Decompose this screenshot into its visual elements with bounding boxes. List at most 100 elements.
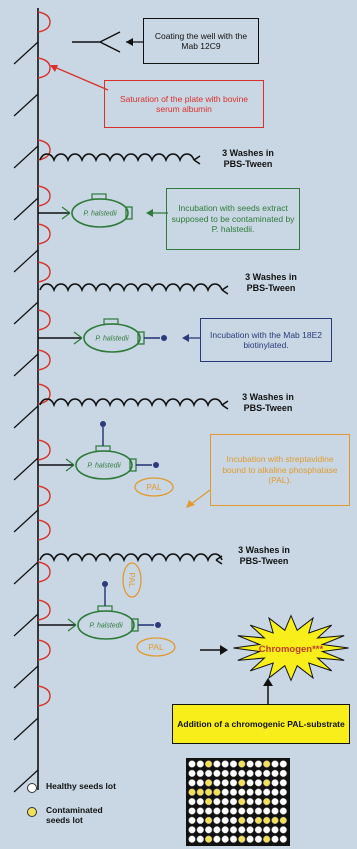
legend-healthy: Healthy seeds lot <box>46 781 116 791</box>
wall-hatching <box>13 41 39 793</box>
coating-box: Coating the well with the Mab 12C9 <box>143 18 259 64</box>
plate-well <box>271 816 279 825</box>
antigen-label: P. halstedii <box>87 463 121 470</box>
antigen-complex: P. halstedii <box>38 193 133 228</box>
plate-well <box>279 760 287 768</box>
plate-well <box>271 769 279 778</box>
wash-label-2: 3 Washes in PBS-Tween <box>245 272 297 293</box>
capture-antibody-icon <box>37 685 51 707</box>
plate-well <box>213 807 221 815</box>
plate-well <box>238 788 246 796</box>
chromogen-label: Chromogen*** <box>259 644 324 655</box>
hatch-mark <box>13 41 39 65</box>
plate-well <box>263 779 271 787</box>
plate-well <box>279 788 287 796</box>
wash-label-3: 3 Washes in PBS-Tween <box>242 392 294 413</box>
plate-well <box>238 835 246 843</box>
plate-well <box>221 807 229 815</box>
plate-well <box>213 788 221 796</box>
plate-well <box>271 779 279 787</box>
plate-well <box>213 769 221 778</box>
plate-well <box>213 760 221 768</box>
wash-waves <box>39 153 229 565</box>
plate-well <box>188 807 196 815</box>
capture-antibody-icon <box>37 349 51 371</box>
plate-well <box>246 760 254 768</box>
plate-well <box>205 835 213 843</box>
plate-well <box>271 826 279 834</box>
plate-well <box>279 835 287 843</box>
coating-antibody-icon <box>72 31 121 53</box>
plate-well <box>254 779 263 787</box>
capture-antibody-icon <box>37 383 51 405</box>
plate-well <box>263 788 271 796</box>
hatch-mark <box>13 613 39 637</box>
plate-well <box>238 797 246 806</box>
plate-well <box>188 769 196 778</box>
plate-well <box>279 769 287 778</box>
hatch-mark <box>13 665 39 689</box>
plate-well <box>246 807 254 815</box>
chromogen-burst <box>233 614 349 682</box>
legend-contaminated: Contaminated seeds lot <box>46 805 103 825</box>
plate-well <box>196 826 204 834</box>
pal-label: PAL <box>127 572 137 588</box>
plate-well <box>238 826 246 834</box>
plate-well <box>254 816 263 825</box>
plate-well <box>254 826 263 834</box>
plate-well <box>263 760 271 768</box>
plate-well <box>205 807 213 815</box>
mab-incubation-box: Incubation with the Mab 18E2 biotinylate… <box>200 318 332 362</box>
pal-label: PAL <box>146 482 162 492</box>
pal-enzyme-icon <box>134 477 174 497</box>
plate-well <box>188 835 196 843</box>
plate-well <box>229 769 238 778</box>
capture-antibody-icon <box>37 57 51 79</box>
antigen-label: P. halstedii <box>89 623 123 630</box>
plate-well <box>196 788 204 796</box>
plate-well <box>221 769 229 778</box>
plate-well <box>238 779 246 787</box>
wash-wave <box>39 553 223 563</box>
hatch-mark <box>13 249 39 273</box>
plate-well <box>221 816 229 825</box>
plate-well <box>279 779 287 787</box>
plate-well <box>221 779 229 787</box>
plate-well <box>263 816 271 825</box>
saturation-box: Saturation of the plate with bovine seru… <box>104 80 264 128</box>
hatch-mark <box>13 93 39 117</box>
plate-well <box>213 826 221 834</box>
wash-wave <box>39 398 223 408</box>
plate-well <box>196 816 204 825</box>
plate-well <box>238 807 246 815</box>
plate-well <box>188 797 196 806</box>
capture-antibody-icon <box>37 223 51 245</box>
plate-well <box>246 835 254 843</box>
plate-well <box>213 797 221 806</box>
seeds-incubation-box: Incubation with seeds extract supposed t… <box>166 188 300 250</box>
plate-well <box>205 797 213 806</box>
wash-label-4: 3 Washes in PBS-Tween <box>238 545 290 566</box>
plate-well <box>271 797 279 806</box>
plate-well <box>188 779 196 787</box>
plate-well <box>205 816 213 825</box>
hatch-mark <box>13 405 39 429</box>
plate-well <box>246 797 254 806</box>
hatch-mark <box>13 457 39 481</box>
plate-well <box>254 807 263 815</box>
plate-well <box>205 769 213 778</box>
plate-well <box>196 760 204 768</box>
plate-well <box>205 760 213 768</box>
saturation-arrow <box>51 65 109 91</box>
antigen-label: P. halstedii <box>95 336 129 343</box>
plate-well <box>271 788 279 796</box>
plate-well <box>229 760 238 768</box>
plate-well <box>229 797 238 806</box>
plate-well <box>254 835 263 843</box>
wash-wave <box>39 283 223 293</box>
plate-well <box>246 769 254 778</box>
capture-antibody-icon <box>37 11 51 33</box>
hatch-mark <box>13 301 39 325</box>
free-pal: PAL <box>122 562 142 598</box>
